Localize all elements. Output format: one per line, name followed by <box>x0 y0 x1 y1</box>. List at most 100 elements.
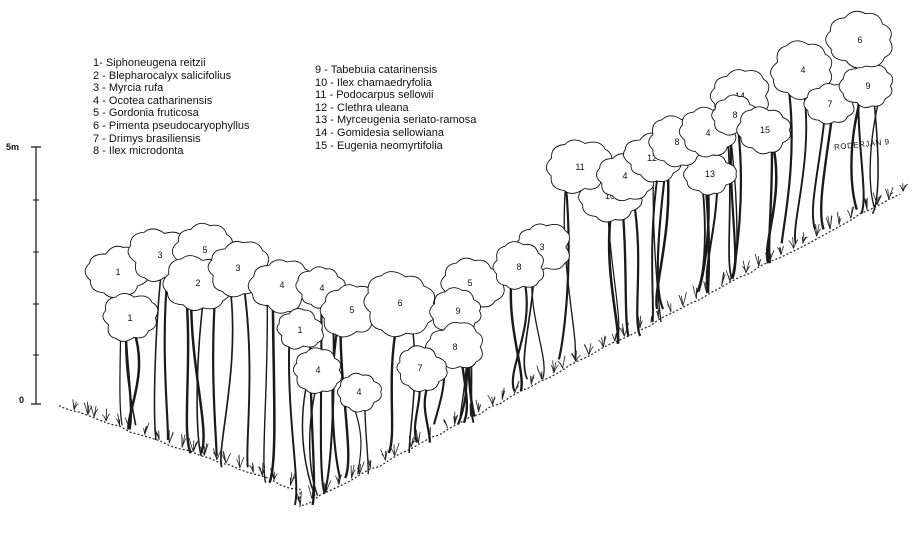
grass-tuft <box>598 336 605 348</box>
crown-label: 3 <box>235 263 240 273</box>
tree-trunk <box>813 116 825 229</box>
crown-label: 4 <box>622 171 627 181</box>
grass-tuft <box>551 360 558 373</box>
crown-label: 5 <box>202 245 207 255</box>
crown-label: 6 <box>857 35 862 45</box>
legend-item: 3 - Myrcia rufa <box>93 82 250 95</box>
legend-item: 15 - Eugenia neomyrtifolia <box>315 140 476 153</box>
grass-tuft <box>742 261 750 273</box>
legend-item: 9 - Tabebuia catarinensis <box>315 64 476 77</box>
tree-trunk <box>187 298 191 453</box>
grass-tuft <box>221 451 230 463</box>
legend-item: 4 - Ocotea catharinensis <box>93 95 250 108</box>
crown-label: 4 <box>356 387 361 397</box>
grass-tuft <box>847 207 853 219</box>
scale-label-top: 5m <box>6 142 19 152</box>
crown-label: 8 <box>452 342 457 352</box>
tree-trunk <box>155 270 162 440</box>
legend-item: 8 - Ilex microdonta <box>93 145 250 158</box>
grass-tuft <box>182 434 186 448</box>
crown-label: 8 <box>516 262 521 272</box>
grass-tuft <box>102 409 110 422</box>
crown-label: 15 <box>760 125 770 135</box>
grass-tuft <box>351 465 355 478</box>
crown-label: 1 <box>297 325 302 335</box>
grass-tuft <box>667 301 671 312</box>
grass-tuft <box>899 183 908 191</box>
crown-label: 11 <box>575 162 584 172</box>
grass-tuft <box>789 237 798 248</box>
tree-trunk <box>795 85 806 243</box>
grass-tuft <box>537 365 542 379</box>
tree-trunk <box>221 283 233 467</box>
grass-tuft <box>838 212 842 225</box>
tree-trunk <box>126 331 131 430</box>
grass-tuft <box>73 399 79 410</box>
grass-tuft <box>84 402 92 415</box>
tree-trunk <box>365 403 368 474</box>
crown-label: 13 <box>705 169 715 179</box>
legend-item: 1- Siphoneugena reitzii <box>93 57 250 70</box>
legend-item: 5 - Gordonia fruticosa <box>93 107 250 120</box>
grass-tuft <box>679 292 687 306</box>
crown-label: 1 <box>115 267 120 277</box>
grass-tuft <box>755 254 761 267</box>
grass-tuft <box>530 374 534 385</box>
species-legend-left: 1- Siphoneugena reitzii 2 - Blepharocaly… <box>93 57 250 158</box>
tree-trunk <box>264 300 267 483</box>
grass-tuft <box>290 473 295 486</box>
species-legend-right: 9 - Tabebuia catarinensis 10 - Ilex cham… <box>315 64 476 152</box>
height-scale-bar <box>31 147 41 404</box>
grass-tuft <box>584 343 593 355</box>
grass-tuft <box>168 430 173 443</box>
crown-label: 4 <box>800 65 805 75</box>
grass-tuft <box>826 216 832 230</box>
grass-tuft <box>885 187 893 199</box>
legend-item: 7 - Drimys brasiliensis <box>93 133 250 146</box>
crown-label: 6 <box>397 298 402 308</box>
grass-tuft <box>454 411 458 424</box>
grass-tuft <box>381 450 388 461</box>
tree-trunk <box>782 85 792 243</box>
legend-item: 14 - Gomidesia sellowiana <box>315 127 476 140</box>
tree-trunk <box>389 321 398 453</box>
grass-tuft <box>143 423 149 435</box>
crown-label: 4 <box>319 283 324 293</box>
tree-trunk <box>632 190 640 336</box>
crown-label: 7 <box>417 363 422 373</box>
crown-label: 4 <box>279 280 284 290</box>
crown-label: 4 <box>705 128 710 138</box>
grass-tuft <box>116 414 120 426</box>
legend-item: 12 - Clethra uleana <box>315 102 476 115</box>
crown-label: 1 <box>127 313 132 323</box>
grass-tuft <box>656 309 659 319</box>
legend-item: 13 - Myrceugenia seriato-ramosa <box>315 114 476 127</box>
crown-label: 8 <box>732 110 737 120</box>
grass-tuft <box>249 463 253 473</box>
grass-tuft <box>802 232 808 243</box>
tree-trunk <box>352 403 361 474</box>
legend-item: 6 - Pimenta pseudocaryophyllus <box>93 120 250 133</box>
tree-trunk <box>564 182 575 359</box>
grass-tuft <box>721 272 725 286</box>
crown-label: 4 <box>315 365 320 375</box>
crown-label: 5 <box>467 278 472 288</box>
legend-item: 11 - Podocarpus sellowii <box>315 89 476 102</box>
tree-trunk <box>270 300 275 483</box>
grass-tuft <box>237 455 244 468</box>
grass-tuft <box>476 400 481 412</box>
crown-label: 5 <box>349 305 354 315</box>
crown-label: 2 <box>195 278 200 288</box>
grass-tuft <box>443 419 447 428</box>
tree-trunk <box>769 143 772 263</box>
crown-label: 9 <box>455 306 460 316</box>
grass-tuft <box>777 246 783 255</box>
legend-item: 10 - Ilex chamaedryfolia <box>315 77 476 90</box>
grass-tuft <box>502 388 505 400</box>
crown-label: 3 <box>157 250 162 260</box>
crown-label: 9 <box>865 81 870 91</box>
tree-trunk <box>243 283 249 467</box>
grass-tuft <box>488 395 496 405</box>
crown-label: 8 <box>674 137 679 147</box>
